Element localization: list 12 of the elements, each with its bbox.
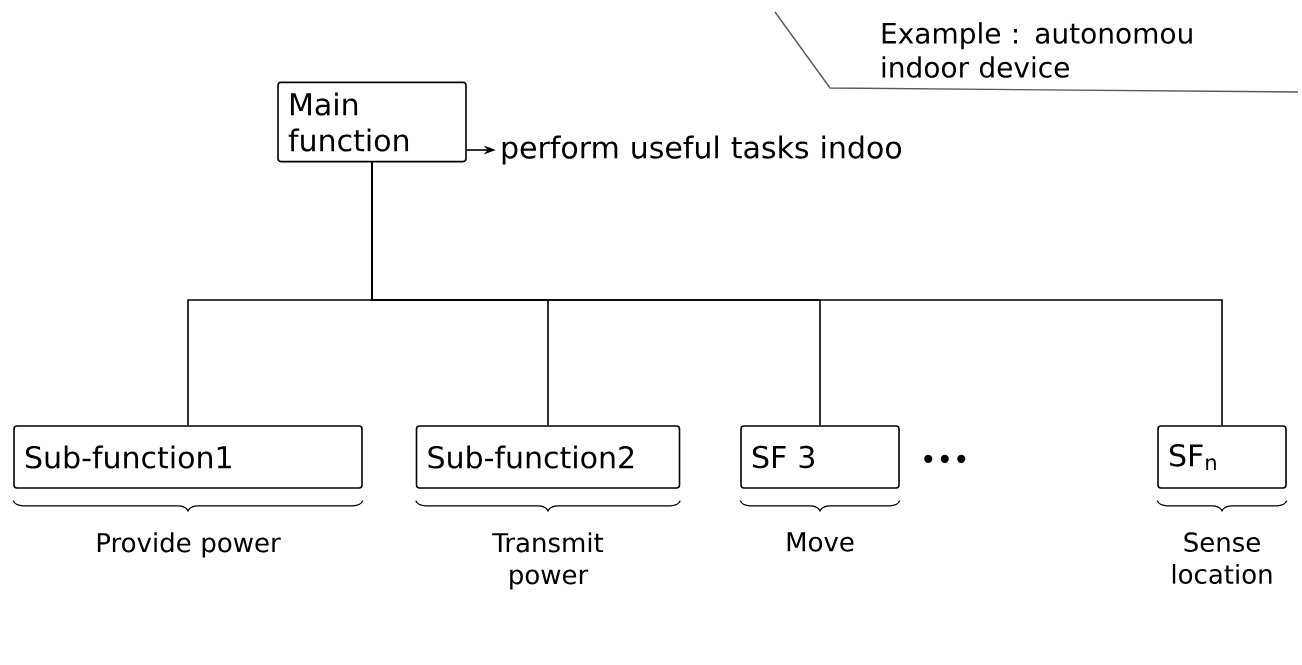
function-box: SF$_{n}$	[1157, 425, 1287, 489]
connector	[371, 161, 1223, 426]
function-box: Main function	[277, 81, 467, 163]
function-box: SF 3	[740, 425, 900, 489]
function-box: Sub-function2	[415, 425, 681, 489]
note-text: Example : autonomou indoor device	[882, 22, 1192, 78]
result-text: perform useful tasks indoo	[502, 135, 902, 165]
function-caption: Move	[787, 532, 854, 552]
function-caption: Sense location	[1172, 532, 1272, 584]
function-caption: Provide power	[97, 532, 281, 558]
function-caption: Transmit power	[492, 532, 604, 590]
function-box: Sub-function1	[13, 425, 363, 489]
